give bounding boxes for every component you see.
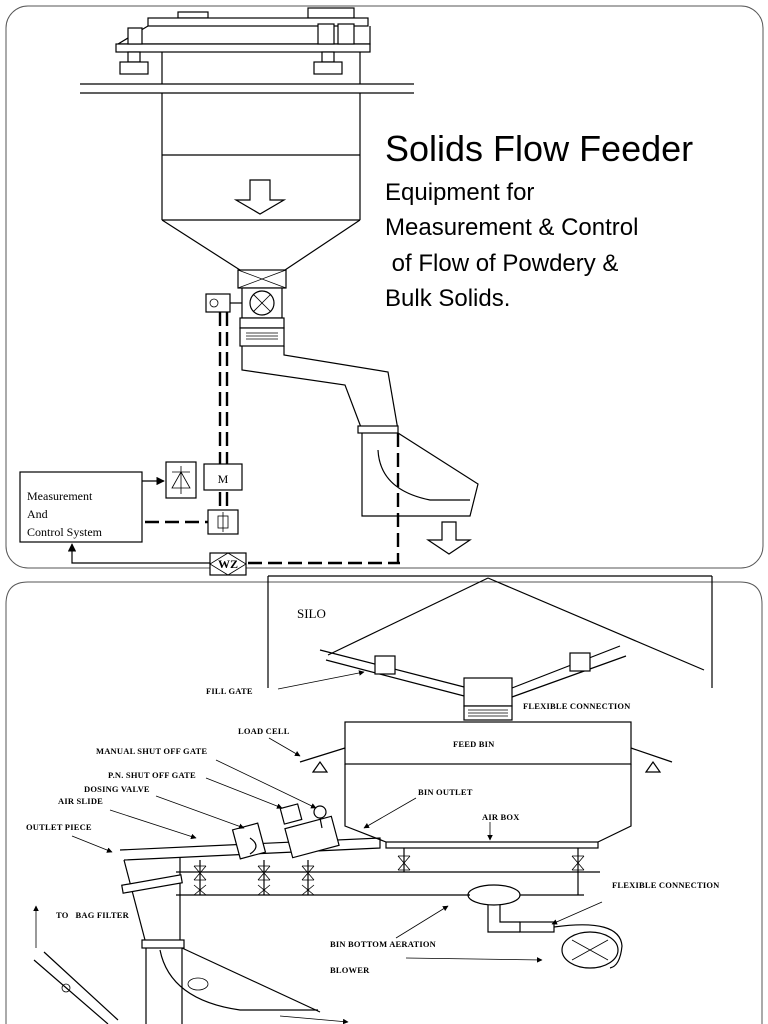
label-air-box: AIR BOX	[482, 812, 520, 822]
flow-arrow-icon	[233, 179, 287, 215]
feeder-top-frame	[80, 7, 414, 94]
feed-bin	[299, 721, 673, 849]
outlet-receiver	[33, 939, 321, 1024]
label-flexible-connection-top: FLEXIBLE CONNECTION	[523, 701, 631, 711]
label-air-slide: AIR SLIDE	[58, 796, 103, 806]
load-cell-right-icon	[644, 760, 662, 773]
measurement-control-box	[19, 471, 143, 543]
label-outlet-piece: OUTLET PIECE	[26, 822, 92, 832]
silo-label: SILO	[297, 606, 326, 621]
slide2-labels: FILL GATE FLEXIBLE CONNECTION LOAD CELL …	[26, 686, 720, 975]
blower-icon	[561, 931, 619, 969]
slide-bottom-frame	[5, 581, 763, 1024]
control-system: Measurement And Control System M WZ	[19, 461, 247, 576]
weigher-label: WZ	[218, 557, 238, 571]
air-box	[385, 841, 599, 849]
label-pn-shut-off-gate: P.N. SHUT OFF GATE	[108, 770, 196, 780]
subtitle-line-2: Measurement & Control	[385, 214, 638, 241]
silo: SILO	[267, 575, 713, 721]
subtitle-line-4: Bulk Solids.	[385, 285, 510, 312]
air-slide-assembly	[119, 803, 623, 969]
control-box-line-1: Measurement	[27, 489, 93, 503]
aeration-manifold-icon	[467, 884, 521, 906]
motor-box	[203, 463, 243, 491]
label-to-bag-filter: TO BAG FILTER	[56, 910, 130, 920]
slide-bottom: SILO	[5, 575, 763, 1024]
label-feed-bin: FEED BIN	[453, 739, 495, 749]
slide-top: Measurement And Control System M WZ Soli…	[5, 5, 764, 576]
discharge-arrow-icon	[426, 521, 472, 555]
slide-top-frame	[5, 5, 764, 569]
discharge-chute	[241, 346, 479, 555]
rotary-feeder	[205, 269, 287, 347]
label-blower: BLOWER	[330, 965, 370, 975]
hopper	[161, 93, 361, 271]
load-cell-left-icon	[311, 760, 329, 773]
label-bin-outlet: BIN OUTLET	[418, 787, 473, 797]
label-flexible-connection-right: FLEXIBLE CONNECTION	[612, 880, 720, 890]
control-box-line-3: Control System	[27, 525, 103, 539]
motor-label: M	[218, 472, 229, 486]
fill-gate-right-icon	[569, 652, 591, 672]
label-dosing-valve: DOSING VALVE	[84, 784, 150, 794]
subtitle-line-1: Equipment for	[385, 179, 534, 206]
label-load-cell: LOAD CELL	[238, 726, 290, 736]
fill-gate-left-icon	[374, 655, 396, 675]
label-bin-bottom-aeration: BIN BOTTOM AERATION	[330, 939, 437, 949]
leader-arrows	[33, 670, 603, 1024]
subtitle-line-3: of Flow of Powdery &	[385, 250, 618, 277]
control-box-line-2: And	[27, 507, 48, 521]
label-manual-shut-off-gate: MANUAL SHUT OFF GATE	[96, 746, 207, 756]
label-fill-gate: FILL GATE	[206, 686, 253, 696]
slide-title: Solids Flow Feeder	[385, 128, 693, 169]
